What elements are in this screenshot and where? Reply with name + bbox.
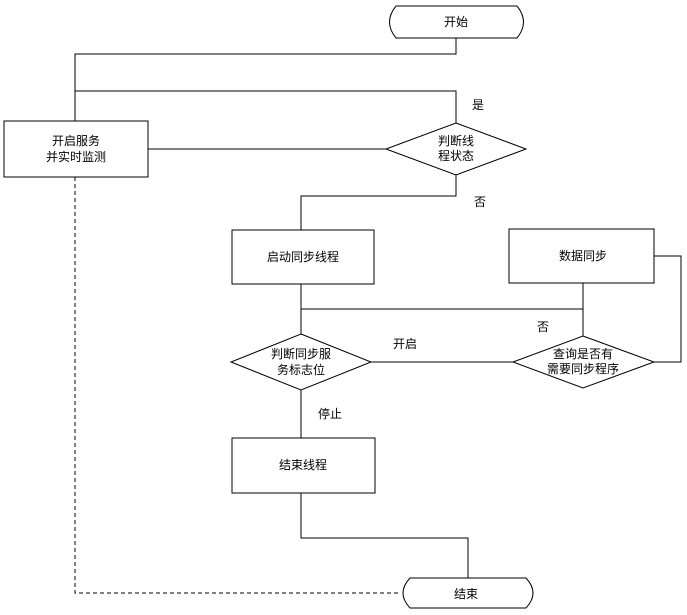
label-no-thread: 否 bbox=[474, 195, 486, 209]
query-sync-program-node: 查询是否有 需要同步程序 bbox=[511, 335, 656, 389]
query-sync-program-diamond bbox=[511, 335, 656, 389]
edge-judge-no-to-start-sync bbox=[300, 175, 457, 230]
judge-thread-label-line1: 判断线 bbox=[438, 133, 474, 148]
edge-end-thread-to-end bbox=[300, 493, 469, 578]
start-sync-thread-label: 启动同步线程 bbox=[267, 249, 339, 264]
query-sync-program-label-line2: 需要同步程序 bbox=[547, 361, 619, 376]
start-sync-thread-node: 启动同步线程 bbox=[231, 229, 375, 285]
start-label: 开始 bbox=[444, 15, 468, 29]
query-sync-program-label-line1: 查询是否有 bbox=[553, 347, 613, 361]
edge-start-to-open-service bbox=[74, 38, 457, 121]
end-label: 结束 bbox=[454, 587, 478, 601]
open-service-label-line1: 开启服务 bbox=[52, 133, 100, 148]
start-sync-thread-box bbox=[231, 229, 375, 285]
open-service-box bbox=[3, 120, 149, 178]
open-service-label-line2: 并实时监测 bbox=[46, 149, 106, 164]
edge-open-service-dashed-to-end bbox=[74, 177, 398, 594]
judge-thread-label-line2: 程状态 bbox=[438, 148, 474, 163]
end-thread-box bbox=[231, 437, 376, 494]
judge-thread-node: 判断线 程状态 bbox=[384, 122, 528, 176]
label-no-query: 否 bbox=[537, 320, 549, 334]
data-sync-node: 数据同步 bbox=[508, 228, 655, 284]
judge-thread-diamond bbox=[384, 122, 528, 176]
label-open: 开启 bbox=[393, 337, 417, 351]
connectors bbox=[74, 38, 682, 594]
judge-sync-flag-diamond bbox=[229, 333, 373, 391]
start-terminator-shape bbox=[389, 5, 524, 39]
label-yes: 是 bbox=[472, 98, 484, 112]
end-thread-label: 结束线程 bbox=[279, 457, 327, 472]
label-stop: 停止 bbox=[318, 406, 342, 421]
end-node: 结束 bbox=[402, 577, 534, 609]
edge-labels: 是 否 否 开启 停止 bbox=[318, 98, 549, 421]
judge-sync-flag-node: 判断同步服 务标志位 bbox=[229, 333, 373, 391]
data-sync-label: 数据同步 bbox=[559, 248, 607, 263]
edge-judge-yes-loop bbox=[75, 90, 457, 123]
end-thread-node: 结束线程 bbox=[231, 437, 376, 494]
end-terminator-shape bbox=[402, 577, 534, 609]
judge-sync-flag-label-line2: 务标志位 bbox=[277, 362, 325, 377]
judge-sync-flag-label-line1: 判断同步服 bbox=[271, 346, 331, 361]
data-sync-box bbox=[508, 228, 655, 284]
edge-query-loop-to-data-sync bbox=[654, 255, 682, 363]
open-service-node: 开启服务 并实时监测 bbox=[3, 120, 149, 178]
start-node: 开始 bbox=[389, 5, 524, 39]
